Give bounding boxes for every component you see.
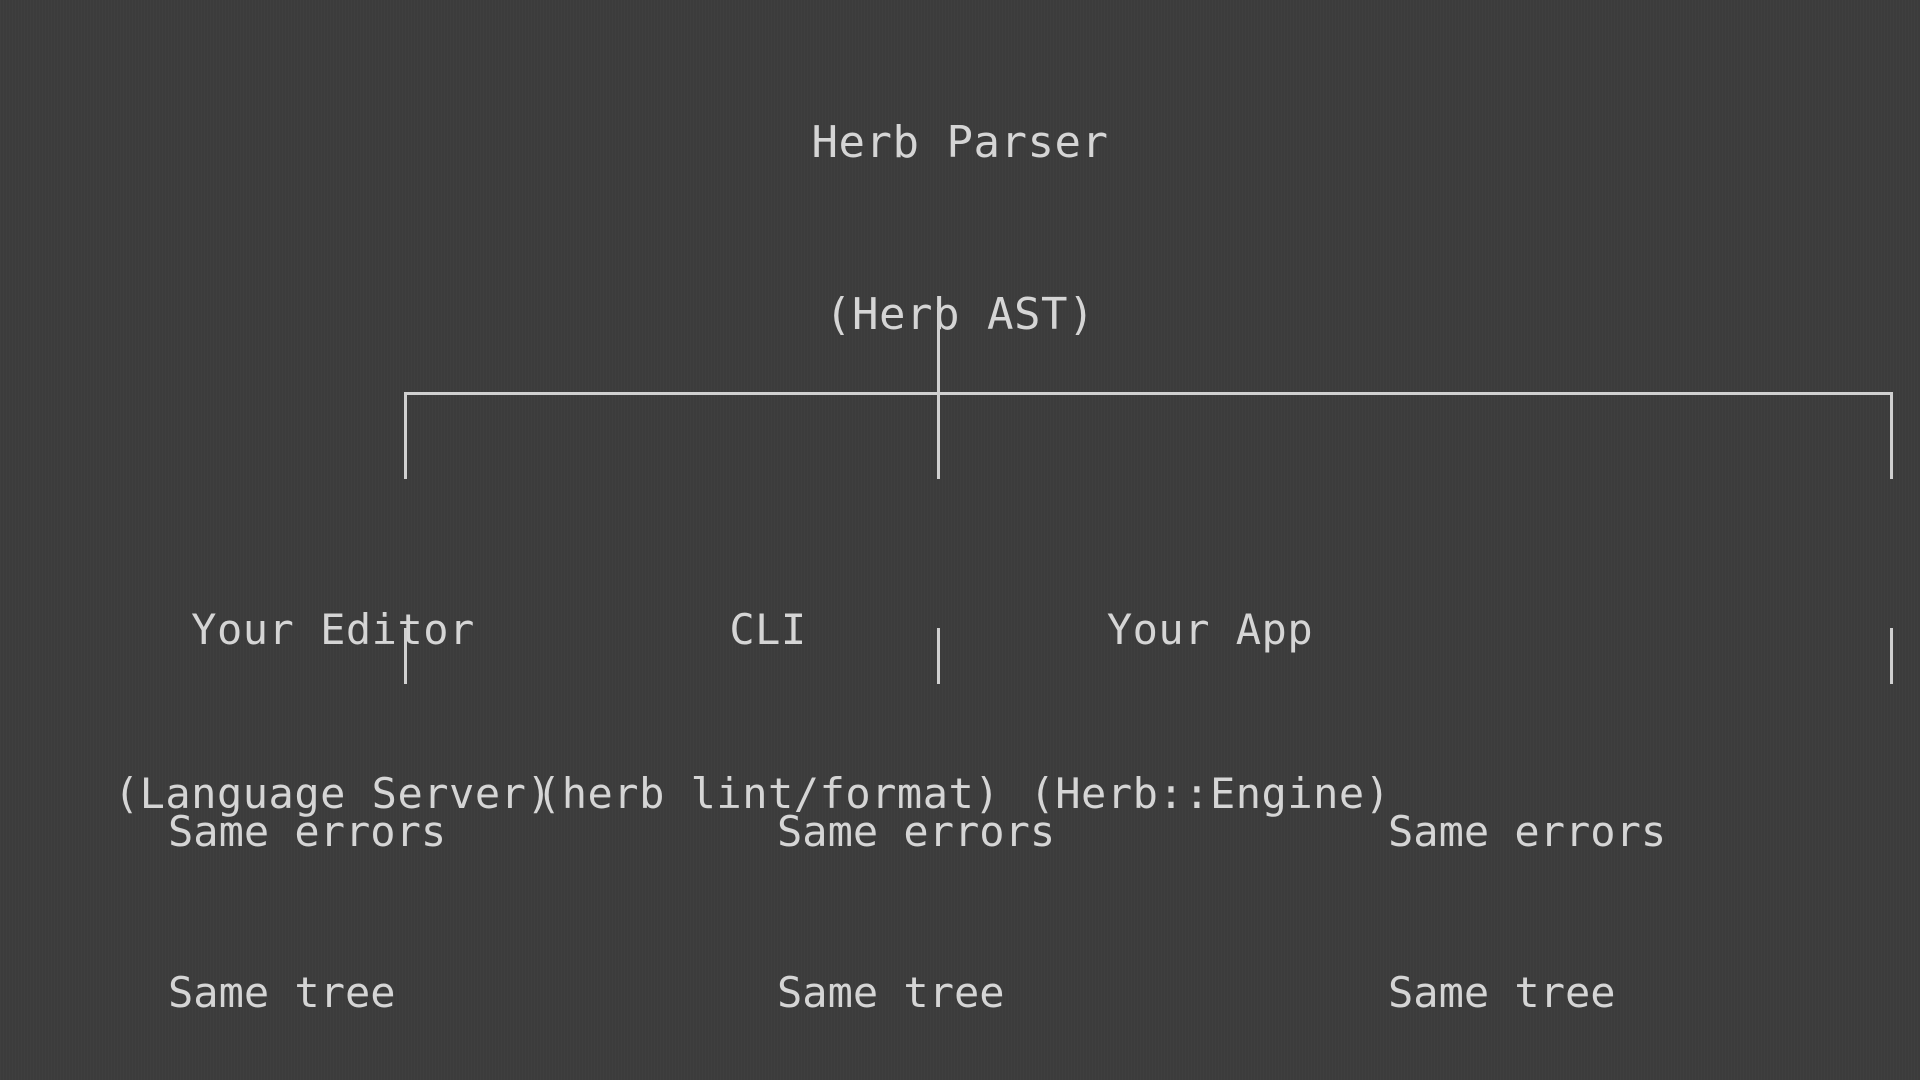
- connector-drop-app: [1890, 392, 1893, 479]
- guarantee-item: Same tree: [168, 967, 396, 1017]
- guarantee-item: Same tree: [1388, 967, 1616, 1017]
- node-branch-app: Your App (Herb::Engine): [860, 494, 1560, 931]
- node-root: Herb Parser (Herb AST): [0, 0, 1920, 458]
- guarantee-item: Same tree: [777, 967, 1005, 1017]
- guarantee-item: Same errors: [168, 806, 447, 856]
- connector-stem-app: [1890, 628, 1893, 684]
- node-branch-editor-title: Your Editor: [191, 605, 475, 655]
- node-branch-editor-detail: (Language Server): [113, 768, 553, 818]
- node-root-detail: (Herb AST): [825, 288, 1095, 340]
- connector-horizontal-bus: [404, 392, 1893, 395]
- node-root-title: Herb Parser: [811, 117, 1109, 169]
- guarantee-list-editor: Same errors Same tree Same rules: [168, 697, 446, 1080]
- connector-stem-cli: [937, 628, 940, 684]
- node-branch-cli-detail: (herb lint/format): [535, 768, 1001, 818]
- connector-stem-editor: [404, 628, 407, 684]
- connector-drop-editor: [404, 392, 407, 479]
- node-branch-app-detail: (Herb::Engine): [1029, 768, 1391, 818]
- guarantee-list-app: Same errors Same tree Same rules: [1388, 697, 1666, 1080]
- guarantee-item: Same errors: [1388, 806, 1667, 856]
- node-branch-editor: Your Editor (Language Server): [0, 494, 683, 931]
- connector-root-stem: [937, 307, 940, 395]
- node-branch-app-title: Your App: [1106, 605, 1314, 655]
- node-branch-cli-title: CLI: [729, 605, 807, 655]
- connector-drop-cli: [937, 392, 940, 479]
- guarantee-item: Same errors: [777, 806, 1056, 856]
- guarantee-list-cli: Same errors Same tree Same rules: [777, 697, 1055, 1080]
- node-branch-cli: CLI (herb lint/format): [418, 494, 1118, 931]
